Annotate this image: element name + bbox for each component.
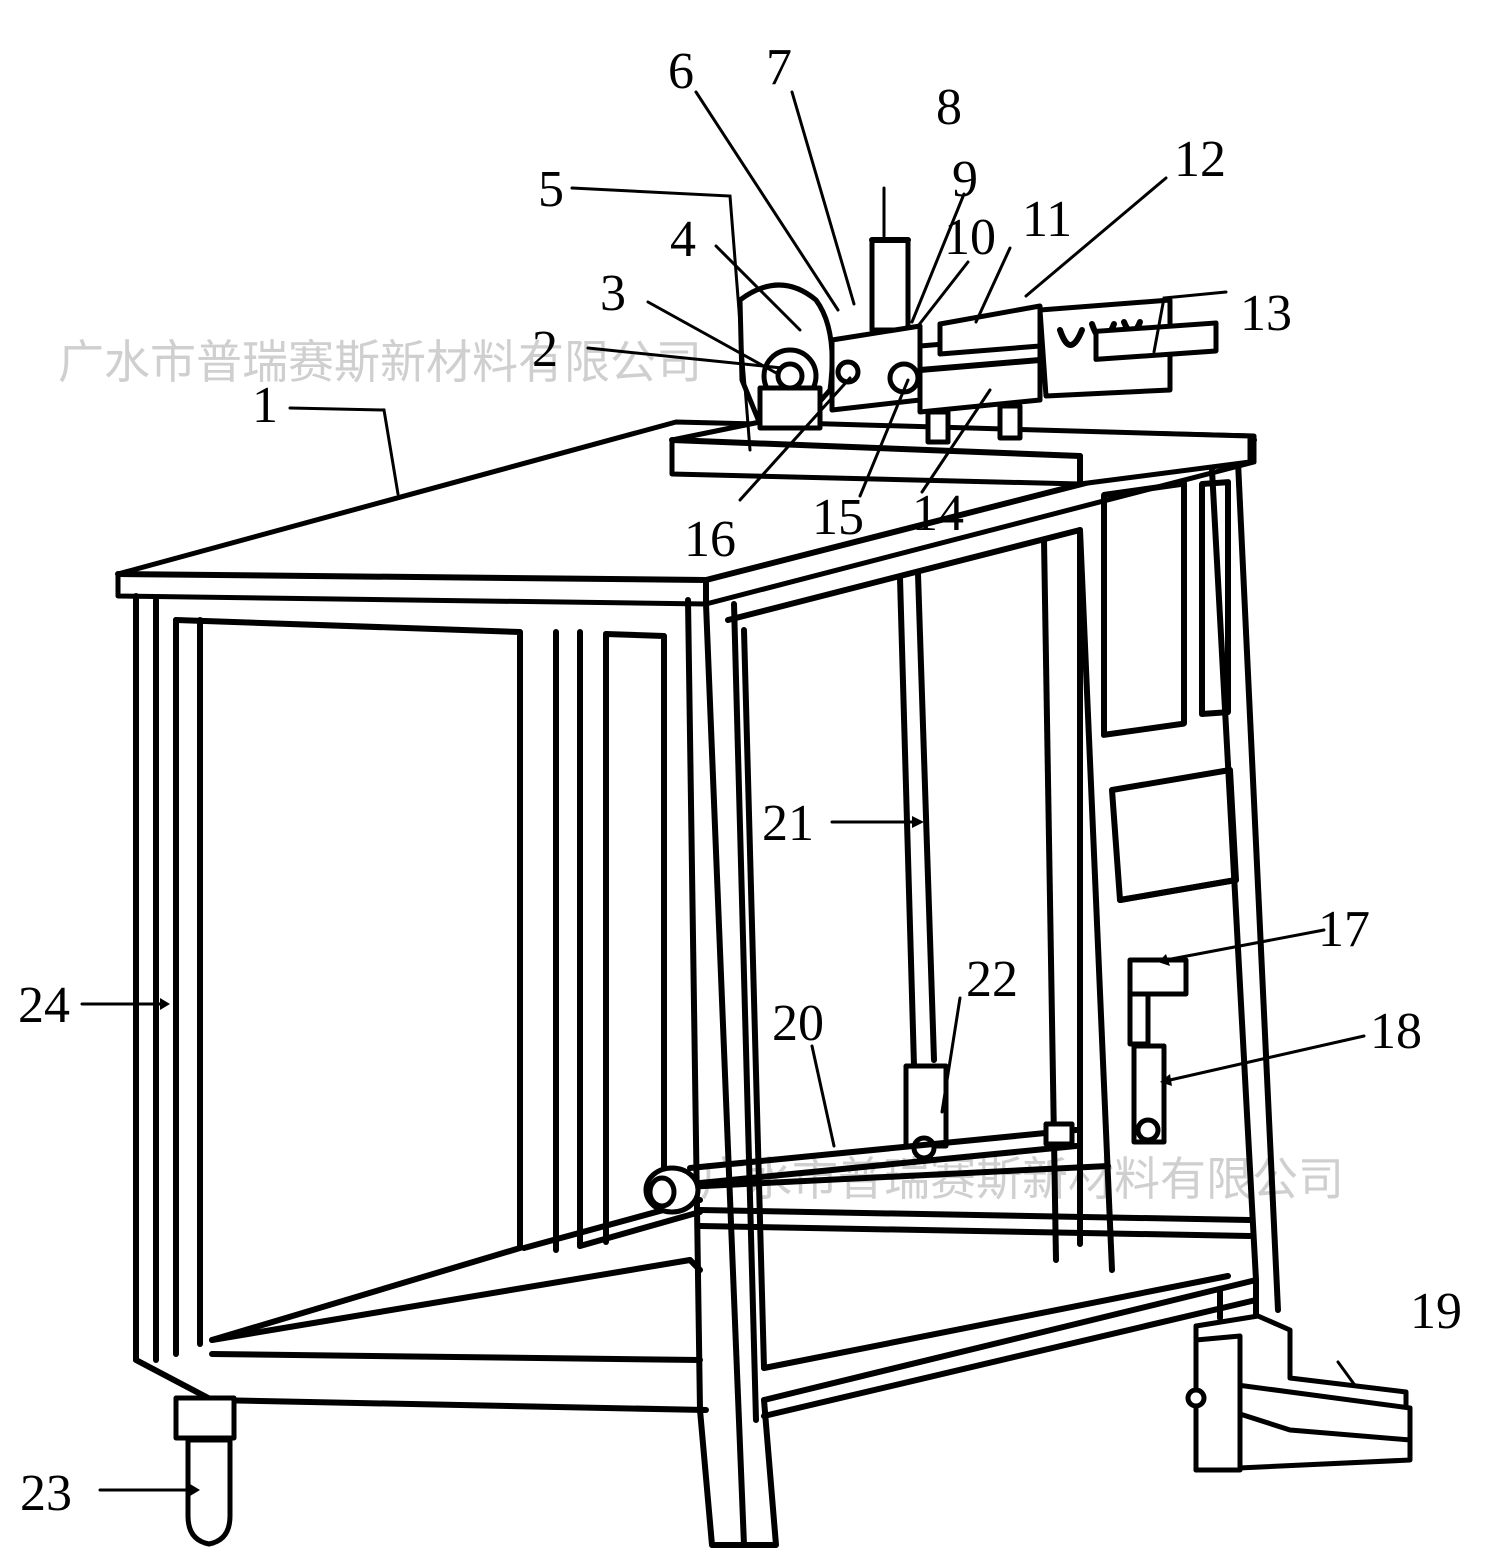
callout-24: 24	[18, 977, 70, 1034]
callout-1: 1	[252, 377, 278, 434]
callout-4: 4	[670, 211, 696, 268]
callout-16: 16	[684, 511, 736, 568]
link-18	[1131, 1043, 1167, 1145]
callout-5: 5	[538, 161, 564, 218]
callout-15: 15	[812, 489, 864, 546]
frame	[133, 459, 1281, 1548]
guide-block-12-13	[937, 297, 1219, 399]
base-plate	[669, 419, 1253, 487]
callout-17: 17	[1318, 901, 1370, 958]
callout-9: 9	[952, 151, 978, 208]
callout-3: 3	[600, 265, 626, 322]
pivot-roller	[643, 1165, 701, 1215]
callout-7: 7	[766, 39, 792, 96]
callout-18: 18	[1370, 1003, 1422, 1060]
callout-13: 13	[1240, 285, 1292, 342]
watermark-top: 广水市普瑞赛斯新材料有限公司	[58, 335, 702, 389]
clamp-assembly	[829, 323, 1043, 445]
spring-bracket-17	[1127, 957, 1189, 1047]
callout-6: 6	[668, 43, 694, 100]
callout-20: 20	[772, 995, 824, 1052]
callout-12: 12	[1174, 131, 1226, 188]
foot-23	[173, 1395, 237, 1547]
motor-8	[869, 237, 911, 333]
callout-14: 14	[912, 485, 964, 542]
pedal-19	[1185, 1313, 1413, 1473]
callout-21: 21	[762, 795, 814, 852]
lever-20	[687, 1121, 1079, 1187]
leader-lines	[80, 90, 1366, 1496]
callout-2: 2	[532, 321, 558, 378]
saw-blade	[737, 282, 835, 431]
callout-8: 8	[936, 79, 962, 136]
callout-10: 10	[944, 209, 996, 266]
callout-19: 19	[1410, 1283, 1462, 1340]
callout-22: 22	[966, 951, 1018, 1008]
callout-11: 11	[1022, 191, 1072, 248]
callout-labels: 1 2 3 4 5 6 7 8 9 10 11 12 13 14 15 16 1…	[18, 39, 1462, 1522]
callout-23: 23	[20, 1465, 72, 1522]
